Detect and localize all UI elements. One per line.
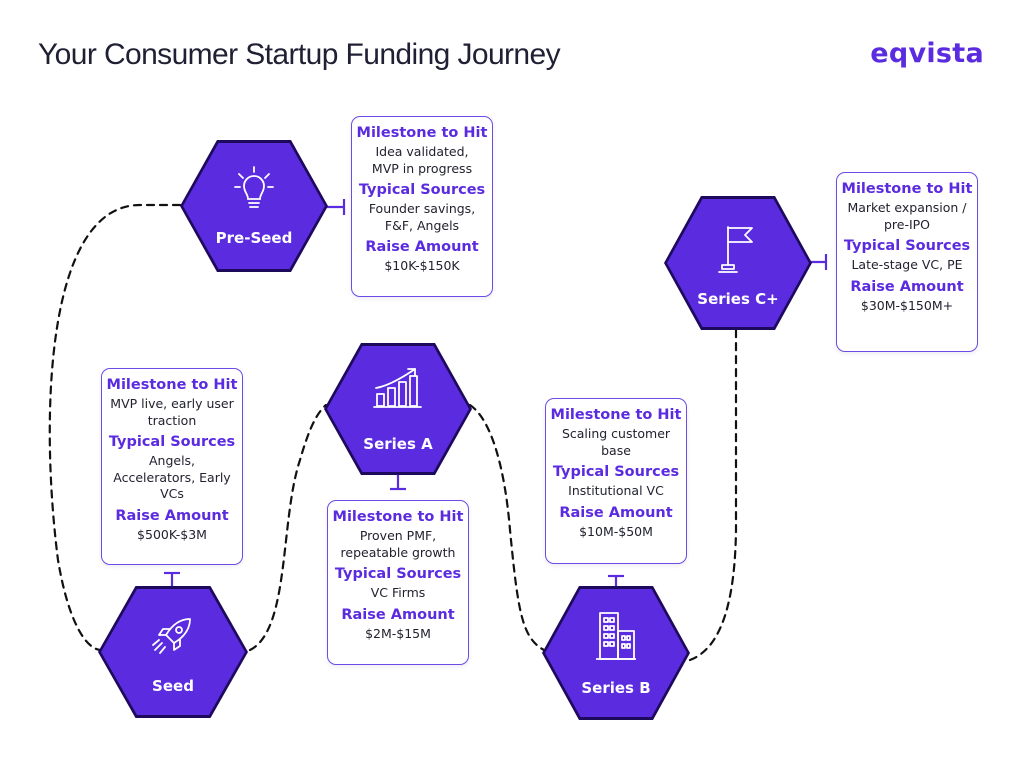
raise-amount: $500K-$3M xyxy=(137,526,207,542)
milestone-text: Idea validated, MVP in progress xyxy=(371,144,473,176)
raise-heading: Raise Amount xyxy=(341,606,455,623)
sources-heading: Typical Sources xyxy=(552,464,680,480)
brand-logo: eqvista xyxy=(870,38,984,69)
growth-chart-icon xyxy=(373,368,422,408)
sources-text: Founder savings, F&F, Angels xyxy=(368,201,476,233)
stage-hex-seriesc: Series C+ xyxy=(664,196,812,330)
stage-hex-seriesb: Series B xyxy=(542,586,690,720)
stage-label-seriesc: Series C+ xyxy=(697,290,779,308)
milestone-heading: Milestone to Hit xyxy=(841,181,973,197)
stage-card-preseed: Milestone to Hit Idea validated, MVP in … xyxy=(351,116,493,297)
milestone-heading: Milestone to Hit xyxy=(356,125,488,141)
sources-heading: Typical Sources xyxy=(358,182,486,198)
stage-label-seed: Seed xyxy=(152,677,194,695)
connector-seriesa-card xyxy=(390,473,406,491)
sources-text: Institutional VC xyxy=(568,483,664,498)
stage-card-seriesa: Milestone to Hit Proven PMF, repeatable … xyxy=(327,500,469,665)
rocket-icon xyxy=(152,618,191,654)
milestone-text: Proven PMF, repeatable growth xyxy=(340,528,456,560)
raise-amount: $10K-$150K xyxy=(384,258,460,273)
raise-heading: Raise Amount xyxy=(850,278,964,295)
page-title: Your Consumer Startup Funding Journey xyxy=(38,38,561,71)
milestone-heading: Milestone to Hit xyxy=(106,377,238,393)
sources-heading: Typical Sources xyxy=(334,566,462,582)
raise-amount: $10M-$50M xyxy=(579,523,653,539)
stage-card-seriesc: Milestone to Hit Market expansion / pre-… xyxy=(836,172,978,352)
raise-amount: $2M-$15M xyxy=(365,625,431,641)
milestone-heading: Milestone to Hit xyxy=(550,407,682,423)
flag-icon xyxy=(718,226,753,273)
raise-amount: $30M-$150M+ xyxy=(860,297,954,313)
milestone-text: Scaling customer base xyxy=(561,426,671,458)
sources-text: VC Firms xyxy=(370,585,426,600)
milestone-text: Market expansion / pre-IPO xyxy=(847,200,967,232)
raise-heading: Raise Amount xyxy=(365,239,479,255)
stage-card-seed: Milestone to Hit MVP live, early user tr… xyxy=(101,368,243,565)
path-seriesb-to-seriesc xyxy=(688,328,738,662)
stage-label-seriesb: Series B xyxy=(581,679,651,697)
stage-label-seriesa: Series A xyxy=(363,435,433,453)
stage-card-seriesb: Milestone to Hit Scaling customer base T… xyxy=(545,398,687,564)
stage-hex-seed: Seed xyxy=(98,586,248,718)
sources-heading: Typical Sources xyxy=(108,434,236,450)
lightbulb-icon xyxy=(234,166,274,208)
milestone-heading: Milestone to Hit xyxy=(332,509,464,525)
buildings-icon xyxy=(596,612,636,660)
sources-text: Angels, Accelerators, Early VCs xyxy=(113,453,231,501)
path-seed-to-seriesa xyxy=(248,403,328,652)
sources-text: Late-stage VC, PE xyxy=(851,257,963,272)
path-seriesa-to-seriesb xyxy=(468,403,546,652)
sources-heading: Typical Sources xyxy=(843,238,971,254)
milestone-text: MVP live, early user traction xyxy=(110,396,234,428)
connector-preseed-card xyxy=(326,199,346,215)
stage-label-preseed: Pre-Seed xyxy=(215,229,293,247)
raise-heading: Raise Amount xyxy=(559,504,673,521)
stage-hex-preseed: Pre-Seed xyxy=(180,140,328,272)
path-preseed-to-seed xyxy=(48,203,182,652)
raise-heading: Raise Amount xyxy=(115,507,229,524)
